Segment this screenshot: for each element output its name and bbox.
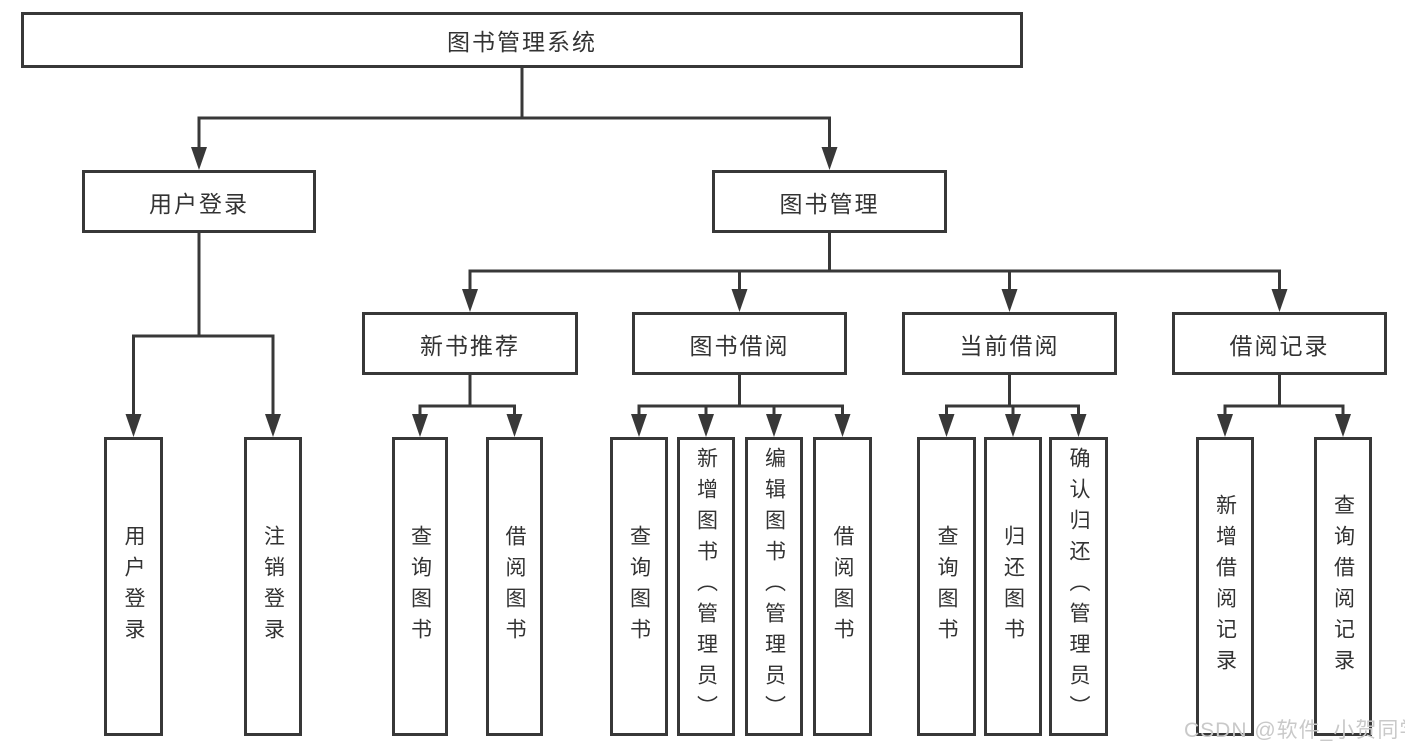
watermark: CSDN @软件_小贺同学 (1184, 719, 1405, 742)
leaf-borrow-books-recommend: 借阅图书 (486, 437, 543, 736)
arrowhead-book-borrow (731, 289, 748, 312)
leaf-logout: 注销登录 (244, 437, 302, 736)
arrowhead-confirm-return-admin (1070, 414, 1087, 437)
node-book-management: 图书管理 (712, 170, 947, 233)
leaf-return-book: 归还图书 (984, 437, 1042, 736)
connector-book-borrow (637, 373, 844, 418)
leaf-query-books-current: 查询图书 (917, 437, 976, 736)
arrowhead-query-books-borrow (631, 414, 647, 437)
leaf-edit-book-admin: 编辑图书（管理员） (745, 437, 803, 736)
arrowhead-borrow-records (1271, 289, 1288, 312)
connector-book-management (468, 231, 1281, 293)
leaf-query-borrow-record: 查询借阅记录 (1314, 437, 1372, 736)
node-root: 图书管理系统 (21, 12, 1023, 68)
connector-root (197, 66, 831, 151)
arrowhead-book-management (821, 147, 838, 170)
connector-current-borrow (945, 373, 1080, 418)
node-current-borrow: 当前借阅 (902, 312, 1117, 375)
leaf-add-borrow-record: 新增借阅记录 (1196, 437, 1254, 736)
connector-borrow-records (1223, 373, 1345, 418)
leaf-user-login: 用户登录 (104, 437, 163, 736)
leaf-confirm-return-admin: 确认归还（管理员） (1049, 437, 1108, 736)
arrowhead-leaf-user-login (125, 414, 142, 437)
connector-new-book-recommend (418, 373, 516, 418)
arrowhead-user-login (191, 147, 207, 170)
arrowhead-edit-book-admin (766, 414, 782, 437)
arrowhead-return-book (1005, 414, 1021, 437)
node-borrow-records: 借阅记录 (1172, 312, 1387, 375)
leaf-borrow-books-borrow: 借阅图书 (813, 437, 872, 736)
connector-user-login (132, 231, 275, 418)
leaf-add-book-admin: 新增图书（管理员） (677, 437, 735, 736)
arrowhead-query-borrow-record (1335, 414, 1351, 437)
node-book-borrow: 图书借阅 (632, 312, 847, 375)
arrowhead-borrow-books-recommend (506, 414, 523, 437)
arrowhead-borrow-books-borrow (834, 414, 851, 437)
arrowhead-leaf-logout (265, 414, 281, 437)
arrowhead-add-borrow-record (1217, 414, 1233, 437)
arrowhead-current-borrow (1001, 289, 1018, 312)
arrowhead-new-book-recommend (462, 289, 478, 312)
leaf-query-books-recommend: 查询图书 (392, 437, 448, 736)
leaf-query-books-borrow: 查询图书 (610, 437, 668, 736)
node-new-book-recommend: 新书推荐 (362, 312, 578, 375)
arrowhead-query-books-current (938, 414, 955, 437)
node-user-login: 用户登录 (82, 170, 316, 233)
arrowhead-query-books-recommend (412, 414, 428, 437)
arrowhead-add-book-admin (698, 414, 714, 437)
